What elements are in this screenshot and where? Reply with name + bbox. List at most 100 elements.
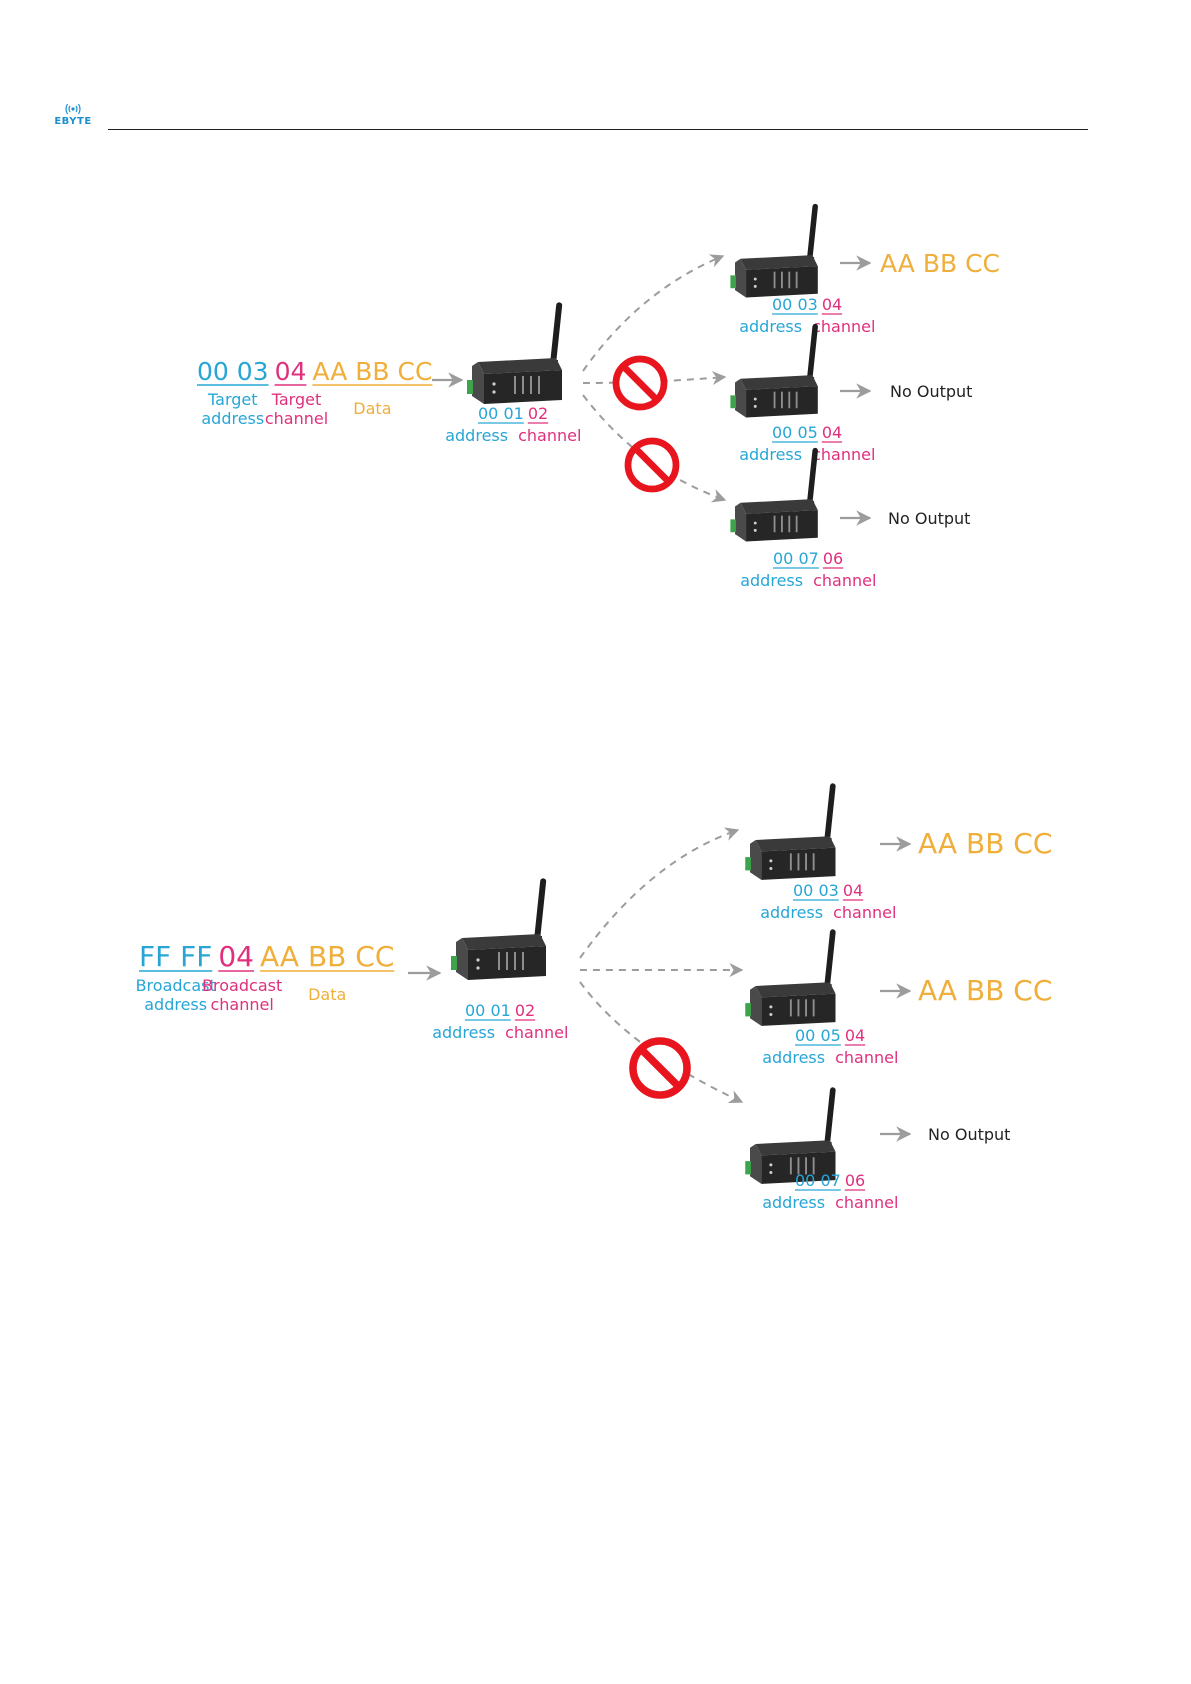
receiver-device [745,929,836,1026]
channel-label: channel [835,1193,898,1212]
terminal-block [745,857,751,871]
transmission-path [582,394,727,503]
address-label: address [762,1193,825,1212]
terminal-block [451,956,457,970]
output-data: AA BB CC [918,974,1052,1007]
output-none: No Output [888,509,970,528]
channel-caption: Broadcast [202,976,282,995]
led [769,1005,773,1009]
transmission-path [579,827,740,959]
receiver-device [745,783,836,880]
device-top [740,255,818,270]
led [753,284,757,288]
led [769,866,773,871]
channel-label: channel [812,317,875,336]
led [476,966,480,970]
terminal-block [730,395,736,409]
channel-value: 02 [515,1001,535,1020]
antenna [807,203,818,261]
channel-label: channel [833,903,896,922]
led [492,390,496,394]
address-caption: address [201,409,264,428]
receiver-device [730,203,818,298]
address-caption: address [144,995,207,1014]
terminal-block [467,380,473,394]
address-label: address [739,445,802,464]
channel-caption: channel [265,409,328,428]
device-top [755,836,836,852]
message-address: FF FF [139,940,212,973]
channel-label: channel [813,571,876,590]
led [769,1012,773,1017]
address-label: address [445,426,508,445]
channel-value: 04 [845,1026,865,1045]
channel-value: 04 [822,295,842,314]
output-data: AA BB CC [880,249,1000,278]
terminal-block [745,1003,751,1017]
message-data: AA BB CC [312,357,432,386]
address-caption: Broadcast [136,976,216,995]
device-top [755,982,836,998]
channel-label: channel [812,445,875,464]
ebyte-logo: EBYTE [50,102,100,132]
device-side [750,840,762,880]
prohibited-icon [624,437,680,493]
device-side [735,502,747,542]
output-none: No Output [928,1125,1010,1144]
address-value: 00 05 [795,1026,841,1045]
antenna [550,302,563,365]
device-side [735,378,747,418]
address-value: 00 01 [465,1001,511,1020]
channel-caption: channel [210,995,273,1014]
led [769,1170,773,1175]
address-caption: Target [207,390,258,409]
address-label: address [739,317,802,336]
prohibited-icon [629,1037,691,1099]
terminal-block [730,275,736,289]
terminal-block [730,519,736,533]
led [753,528,757,532]
receiver-device [730,323,818,418]
device-top [755,1140,836,1156]
address-value: 00 03 [772,295,818,314]
device-side [456,938,468,980]
address-value: 00 03 [793,881,839,900]
antenna [534,878,547,941]
address-value: 00 01 [478,404,524,423]
address-label: address [740,571,803,590]
message-channel: 04 [275,357,307,386]
sender-device [451,878,547,980]
device-side [472,362,484,404]
led [753,397,757,401]
led [492,382,496,386]
sender-device [467,302,563,404]
message-channel: 04 [218,940,254,973]
prohibited-icon [612,355,668,411]
channel-value: 06 [845,1171,865,1190]
channel-label: channel [505,1023,568,1042]
output-none: No Output [890,382,972,401]
antenna [824,783,836,842]
data-caption: Data [308,985,346,1004]
header-rule [108,129,1088,130]
wireless-signal-icon [65,103,81,115]
antenna [807,323,818,381]
receiver-device [730,447,818,542]
logo-text: EBYTE [54,116,92,127]
led [753,521,757,525]
device-side [750,986,762,1026]
receiver-device [745,1087,836,1184]
led [476,958,480,962]
device-side [750,1144,762,1184]
